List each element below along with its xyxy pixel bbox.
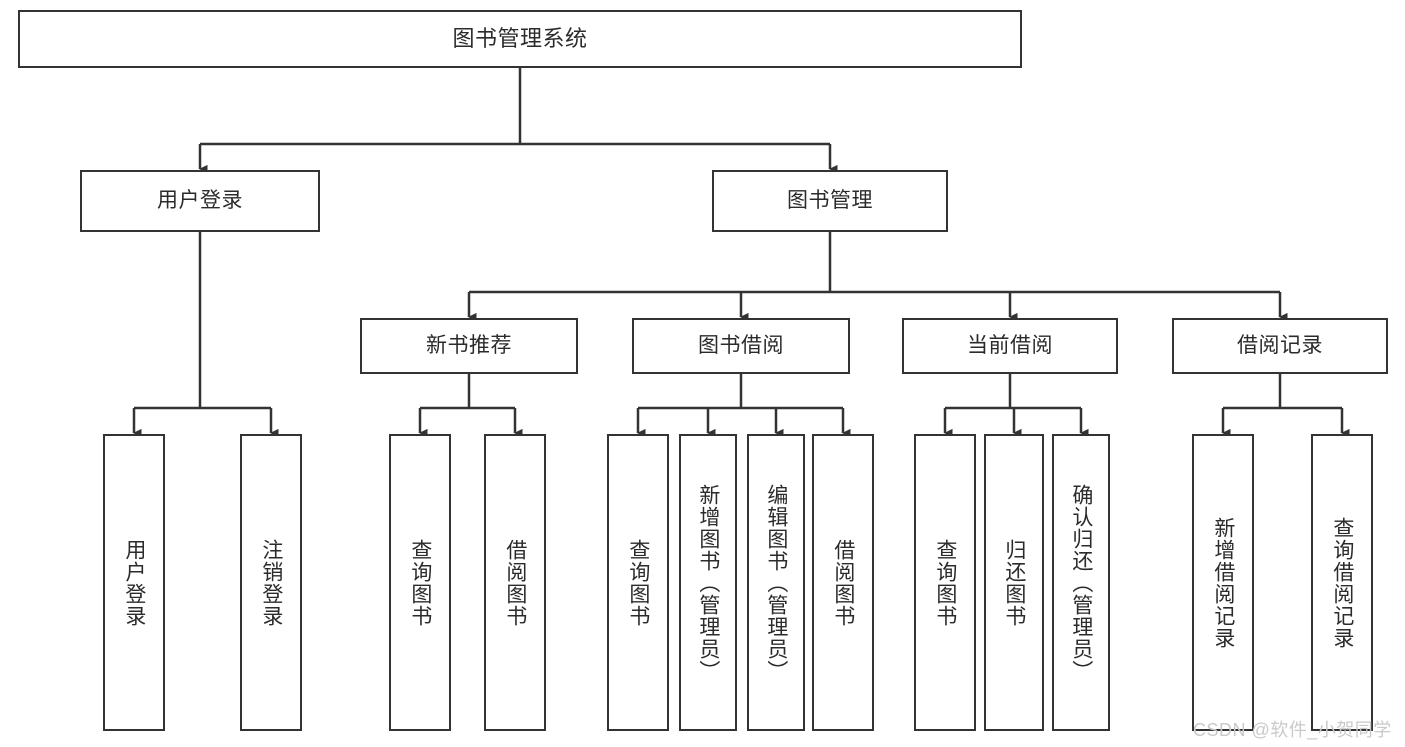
node-leaf-add-record[interactable]: 新增借阅记录: [1192, 434, 1254, 731]
node-label: 归还图书: [1002, 538, 1026, 627]
node-leaf-add-book[interactable]: 新增图书（管理员）: [679, 434, 737, 731]
node-label: 用户登录: [122, 538, 146, 627]
node-label: 查询借阅记录: [1330, 516, 1354, 649]
csdn-watermark: CSDN @软件_小贺同学: [1193, 720, 1392, 740]
node-leaf-query-record[interactable]: 查询借阅记录: [1311, 434, 1373, 731]
node-label: 图书借阅: [698, 333, 784, 357]
node-label: 新书推荐: [426, 333, 512, 357]
node-current-borrow[interactable]: 当前借阅: [902, 318, 1118, 374]
node-label: 借阅记录: [1237, 333, 1323, 357]
node-borrow-record[interactable]: 借阅记录: [1172, 318, 1388, 374]
node-leaf-query-book-2[interactable]: 查询图书: [607, 434, 669, 731]
node-label: 编辑图书（管理员）: [764, 483, 788, 682]
node-leaf-confirm-return[interactable]: 确认归还（管理员）: [1052, 434, 1110, 731]
node-label: 查询图书: [933, 538, 957, 627]
node-book-borrow[interactable]: 图书借阅: [632, 318, 850, 374]
node-label: 查询图书: [626, 538, 650, 627]
node-book-manage[interactable]: 图书管理: [712, 170, 948, 232]
node-label: 注销登录: [259, 538, 283, 627]
node-new-book-rec[interactable]: 新书推荐: [360, 318, 578, 374]
node-root[interactable]: 图书管理系统: [18, 10, 1022, 68]
node-label: 新增借阅记录: [1211, 516, 1235, 649]
node-label: 借阅图书: [831, 538, 855, 627]
node-label: 确认归还（管理员）: [1069, 483, 1093, 682]
node-label: 借阅图书: [503, 538, 527, 627]
node-label: 图书管理系统: [452, 26, 588, 52]
node-leaf-user-logout[interactable]: 注销登录: [240, 434, 302, 731]
node-leaf-query-book-3[interactable]: 查询图书: [914, 434, 976, 731]
node-label: 用户登录: [157, 188, 243, 212]
node-leaf-borrow-book-1[interactable]: 借阅图书: [484, 434, 546, 731]
node-leaf-query-book-1[interactable]: 查询图书: [389, 434, 451, 731]
node-label: 新增图书（管理员）: [696, 483, 720, 682]
node-leaf-edit-book[interactable]: 编辑图书（管理员）: [747, 434, 805, 731]
node-leaf-user-login[interactable]: 用户登录: [103, 434, 165, 731]
node-label: 当前借阅: [967, 333, 1053, 357]
node-leaf-return-book[interactable]: 归还图书: [984, 434, 1044, 731]
node-label: 图书管理: [787, 188, 873, 212]
node-label: 查询图书: [408, 538, 432, 627]
node-user-login[interactable]: 用户登录: [80, 170, 320, 232]
node-leaf-borrow-book-2[interactable]: 借阅图书: [812, 434, 874, 731]
